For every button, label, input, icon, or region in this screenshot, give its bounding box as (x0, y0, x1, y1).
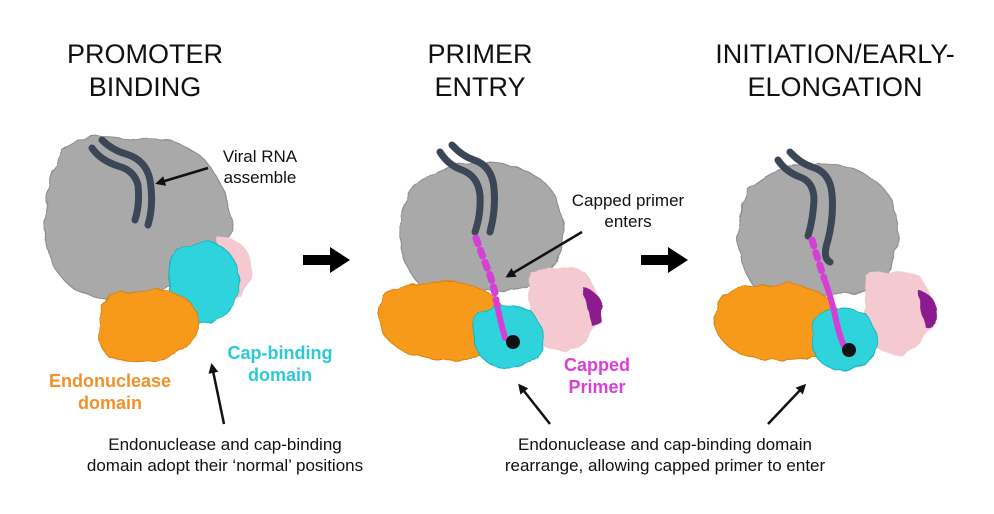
title-initiation: INITIATION/EARLY- ELONGATION (715, 39, 955, 102)
purple-patch (584, 288, 604, 326)
endonuclease-domain (98, 290, 199, 362)
caption-right-pointer-a (518, 383, 551, 425)
arrows (155, 166, 807, 425)
capped-primer (472, 234, 500, 304)
capped-primer-solid (493, 297, 508, 341)
caption-left: Endonuclease and cap-binding domain adop… (86, 435, 364, 475)
capped-primer-pointer (505, 230, 583, 278)
viral-rna (774, 148, 836, 266)
label-endonuclease-domain: Endonuclease domain (48, 371, 172, 413)
label-viral-rna: Viral RNA assemble (222, 147, 298, 187)
title-primer-entry: PRIMER ENTRY (427, 39, 533, 102)
cap-binding-domain (473, 304, 543, 369)
right-arrow-icon (641, 247, 688, 273)
label-cap-binding-domain: Cap-binding domain (227, 343, 333, 385)
panel-promoter-binding (44, 136, 252, 362)
cap-dot (506, 335, 520, 349)
right-arrow-icon (303, 247, 350, 273)
caption-left-pointer (208, 363, 226, 425)
label-capped-primer: Capped Primer (563, 355, 630, 397)
viral-rna (88, 136, 156, 229)
viral-rna (436, 141, 498, 236)
cap-dot (842, 343, 856, 357)
polymerase-core (399, 161, 564, 291)
purple-patch (918, 290, 938, 328)
pink-domain (528, 267, 599, 352)
panel-primer-entry (377, 141, 604, 369)
capped-primer-dashed (808, 236, 828, 282)
pink-domain (862, 271, 933, 355)
caption-right-pointer-b (767, 383, 807, 425)
capped-primer (821, 275, 848, 351)
viral-rna-pointer (155, 166, 209, 186)
title-promoter-binding: PROMOTER BINDING (66, 39, 223, 102)
caption-right: Endonuclease and cap-binding domain rear… (504, 435, 826, 475)
label-capped-primer-enters: Capped primer enters (571, 191, 685, 231)
polymerase-core (737, 163, 899, 295)
panel-initiation (713, 148, 938, 371)
